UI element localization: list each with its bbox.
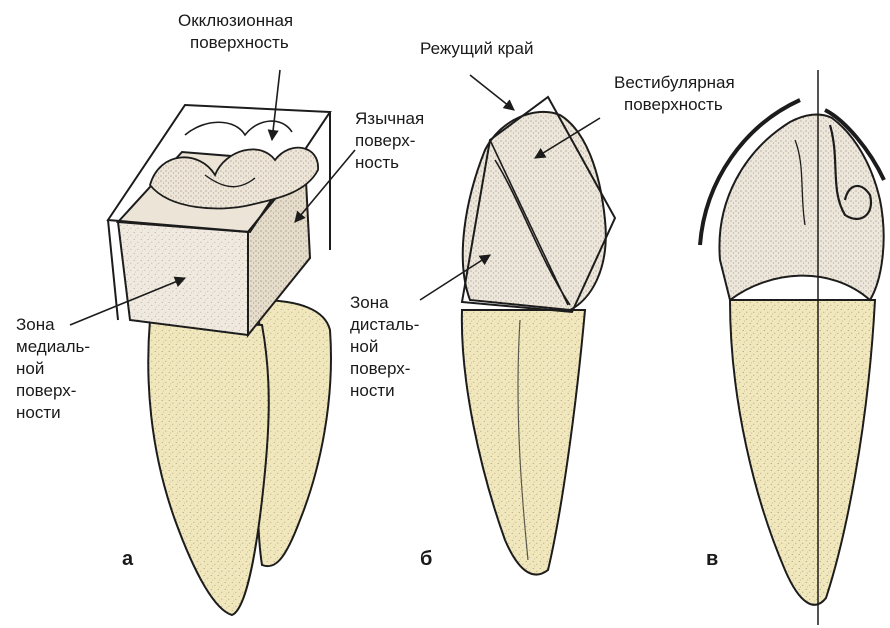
label-lingual-surface: Язычная поверх- ность xyxy=(355,108,424,174)
label-medial-zone: Зона медиаль- ной поверх- ности xyxy=(16,314,90,424)
leader-cutting-edge xyxy=(470,75,514,110)
panel-label-a: а xyxy=(122,548,133,571)
label-vestibular-surface: Вестибулярная поверхность xyxy=(614,72,735,116)
panel-label-b: б xyxy=(420,548,432,571)
label-distal-zone: Зона дисталь- ной поверх- ности xyxy=(350,292,419,402)
leader-occlusal xyxy=(272,70,280,140)
label-occlusal-surface: Окклюзионная поверхность xyxy=(178,10,293,54)
label-cutting-edge: Режущий край xyxy=(420,38,533,60)
canine-tooth-c xyxy=(700,70,884,625)
incisor-tooth-b xyxy=(462,97,615,575)
molar-tooth-a xyxy=(108,105,331,615)
panel-label-c: в xyxy=(706,548,718,571)
